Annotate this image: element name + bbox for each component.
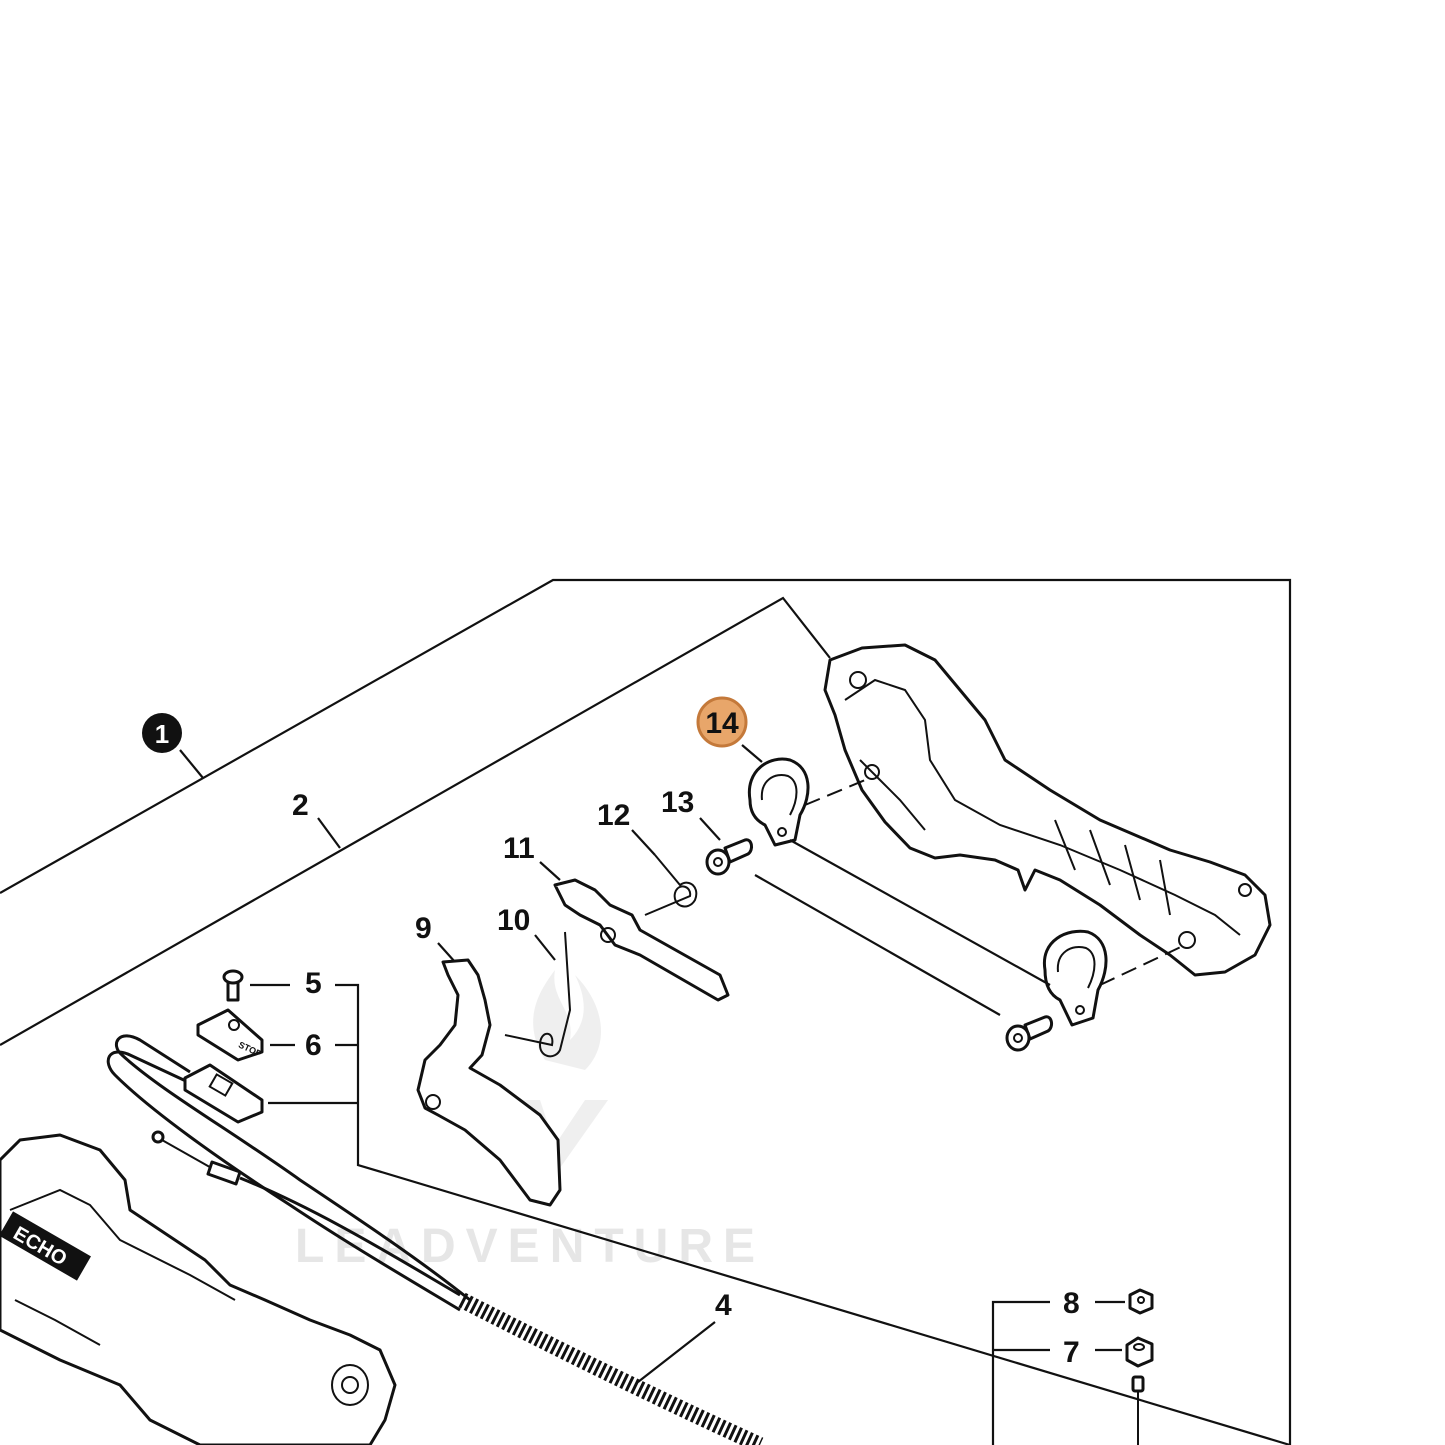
stop-plate-hole	[228, 1019, 240, 1031]
clamp-upper-inner	[760, 774, 798, 816]
callout-1-badge	[142, 713, 182, 753]
leader-1	[179, 749, 204, 779]
lockout-lever-pivot	[425, 1094, 441, 1110]
handle-subassembly-frame	[0, 596, 831, 1046]
handle-left-rib	[9, 1188, 236, 1346]
clamp-upper-hole	[777, 827, 787, 837]
handle-left-logo-plate	[0, 1211, 91, 1281]
handle-right-boss-top	[864, 764, 880, 780]
handle-left-boss	[331, 1364, 369, 1406]
callout-5: 5	[305, 967, 322, 1000]
bolt-small	[1131, 1375, 1145, 1445]
assembly-frame	[0, 578, 1292, 1445]
screw-lower-head	[1005, 1024, 1031, 1052]
clamp-lower	[1042, 929, 1108, 1027]
cable-spring-guard	[458, 1292, 764, 1445]
callout-10: 10	[497, 904, 530, 937]
callout-11: 11	[503, 832, 535, 865]
handle-right-hole	[849, 671, 867, 689]
nut-7-hole	[1133, 1343, 1145, 1351]
callout-13: 13	[661, 786, 694, 819]
callout-8: 8	[1063, 1287, 1080, 1320]
handle-right-half	[823, 643, 1272, 977]
bolt-small-head	[1131, 1375, 1145, 1393]
callout-14-highlight	[696, 696, 748, 748]
align-line-clamp	[789, 839, 1051, 986]
cable-sheath	[239, 1176, 461, 1297]
screw-lower-socket	[1013, 1033, 1023, 1043]
leader-9	[437, 942, 456, 963]
lockout-lever-9	[416, 958, 562, 1207]
callout-9: 9	[415, 912, 432, 945]
nut-7	[1125, 1336, 1154, 1368]
leader-13	[699, 817, 721, 841]
nut-7-body	[1125, 1336, 1154, 1368]
leader-11	[539, 861, 561, 881]
lockout-lever-body	[416, 958, 562, 1207]
callout-2: 2	[292, 789, 309, 822]
spring-10	[504, 931, 572, 1058]
stop-switch-button	[208, 1073, 234, 1097]
screw-upper-shank	[723, 838, 754, 864]
stop-plate-6: STOP	[196, 1008, 264, 1062]
clamp-lower-band	[1042, 929, 1108, 1027]
group-bracket-7-8	[991, 1300, 1050, 1445]
leader-14	[741, 744, 763, 763]
screw-upper-head	[705, 848, 731, 876]
handle-right-inner-rib-2	[859, 759, 1171, 916]
align-dash-lower	[1099, 944, 1186, 986]
clamp-lower-hole	[1075, 1005, 1085, 1015]
handle-right-boss-bottom	[1178, 931, 1196, 949]
screw-upper	[705, 838, 754, 876]
stop-plate-body	[196, 1008, 264, 1062]
handle-left-half: ECHO	[0, 1133, 397, 1445]
screw-5-head	[222, 969, 244, 985]
throttle-lever-body	[553, 878, 730, 1002]
handle-left-body	[0, 1133, 397, 1445]
callout-7: 7	[1063, 1336, 1080, 1369]
handle-right-inner-rib	[844, 678, 1241, 936]
spring-12	[644, 854, 698, 916]
cable-ferrule	[206, 1160, 242, 1186]
nut-8	[1128, 1288, 1154, 1315]
leader-2	[317, 817, 341, 849]
clamp-upper	[747, 757, 810, 847]
throttle-lever-11	[553, 878, 730, 1002]
nut-8-body	[1128, 1288, 1154, 1315]
screw-upper-socket	[713, 857, 723, 867]
screw-lower	[1005, 1015, 1054, 1052]
align-line-screw-upper	[754, 874, 1001, 1016]
leader-12	[631, 829, 656, 856]
screw-5	[222, 969, 244, 1002]
leader-4	[637, 1321, 716, 1383]
leader-10	[534, 934, 556, 961]
handle-left-boss-inner	[341, 1376, 359, 1394]
throttle-cable-4	[151, 1130, 764, 1445]
group-bracket-5-6	[335, 983, 1291, 1445]
handle-right-hole-2	[1238, 883, 1252, 897]
callout-4: 4	[715, 1289, 732, 1322]
throttle-lever-pivot	[600, 927, 616, 943]
nut-8-hole	[1137, 1296, 1145, 1304]
stop-switch-harness	[106, 1034, 471, 1312]
screw-lower-shank	[1023, 1015, 1054, 1041]
cable-end-ball	[151, 1130, 165, 1144]
callout-6: 6	[305, 1029, 322, 1062]
switch-wire-inner	[106, 1050, 461, 1312]
callout-14: 14	[705, 707, 739, 740]
switch-wire-outer	[115, 1034, 471, 1302]
cable-inner-wire	[161, 1139, 216, 1171]
clamp-lower-inner	[1056, 946, 1096, 989]
callout-12: 12	[597, 799, 630, 832]
align-dash-upper	[804, 777, 871, 806]
callout-1: 1	[155, 719, 169, 749]
handle-right-body	[823, 643, 1272, 977]
